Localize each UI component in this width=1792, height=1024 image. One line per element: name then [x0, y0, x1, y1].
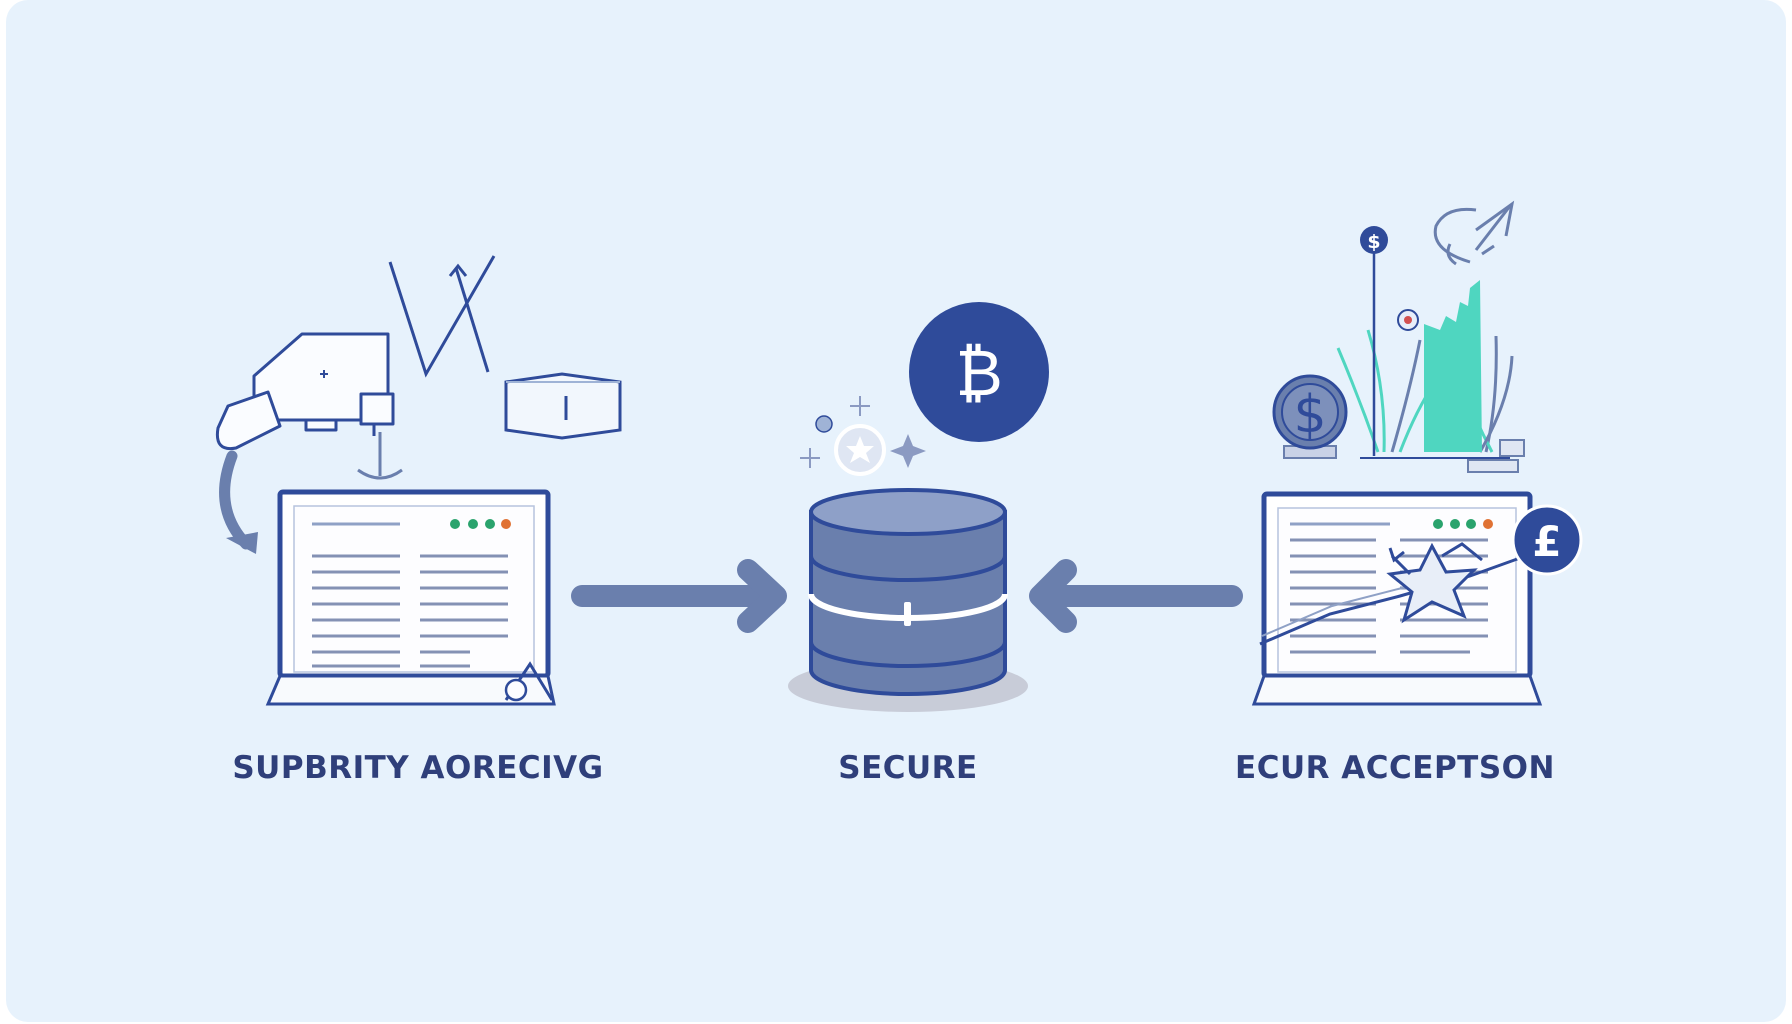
- database-icon: [788, 488, 1028, 712]
- curved-arrow-icon: [219, 450, 258, 554]
- block-icon: [1467, 439, 1525, 473]
- box-icon: [504, 372, 622, 440]
- bitcoin-icon: ₿: [909, 302, 1049, 442]
- target-arrow-icon: [1433, 200, 1515, 266]
- globe-icon: [815, 415, 833, 433]
- down-arrow-icon: [357, 432, 403, 480]
- laptop-right: [1251, 491, 1543, 706]
- arrow-left-icon: [1029, 559, 1243, 633]
- right-group: $ $: [1251, 200, 1583, 706]
- left-group: [215, 255, 622, 706]
- star-icon: [1386, 542, 1478, 624]
- plant-icon: [1336, 329, 1514, 453]
- label-right: ECUR ACCEPTSON: [1235, 750, 1555, 786]
- label-left: SUPBRITY AORECIVG: [232, 750, 604, 786]
- middle-group: ₿: [788, 302, 1049, 712]
- small-dollar-symbol: $: [1367, 231, 1380, 253]
- pound-symbol: £: [1532, 517, 1561, 566]
- sparkle-icon: [800, 396, 926, 468]
- pound-icon: £: [1511, 504, 1583, 576]
- growth-bar-icon: [1424, 280, 1482, 452]
- dot-green: [450, 519, 460, 529]
- zigzag-lines-icon: [388, 255, 496, 378]
- bitcoin-symbol: ₿: [955, 337, 1002, 411]
- dollar-symbol: $: [1293, 385, 1326, 445]
- small-dollar-icon: $: [1360, 226, 1388, 254]
- laptop-left: [265, 489, 556, 706]
- robot-arm-icon: [215, 332, 395, 451]
- label-middle: SECURE: [838, 750, 978, 786]
- dollar-coin-icon: $: [1272, 374, 1348, 459]
- arrow-right-icon: [571, 559, 787, 633]
